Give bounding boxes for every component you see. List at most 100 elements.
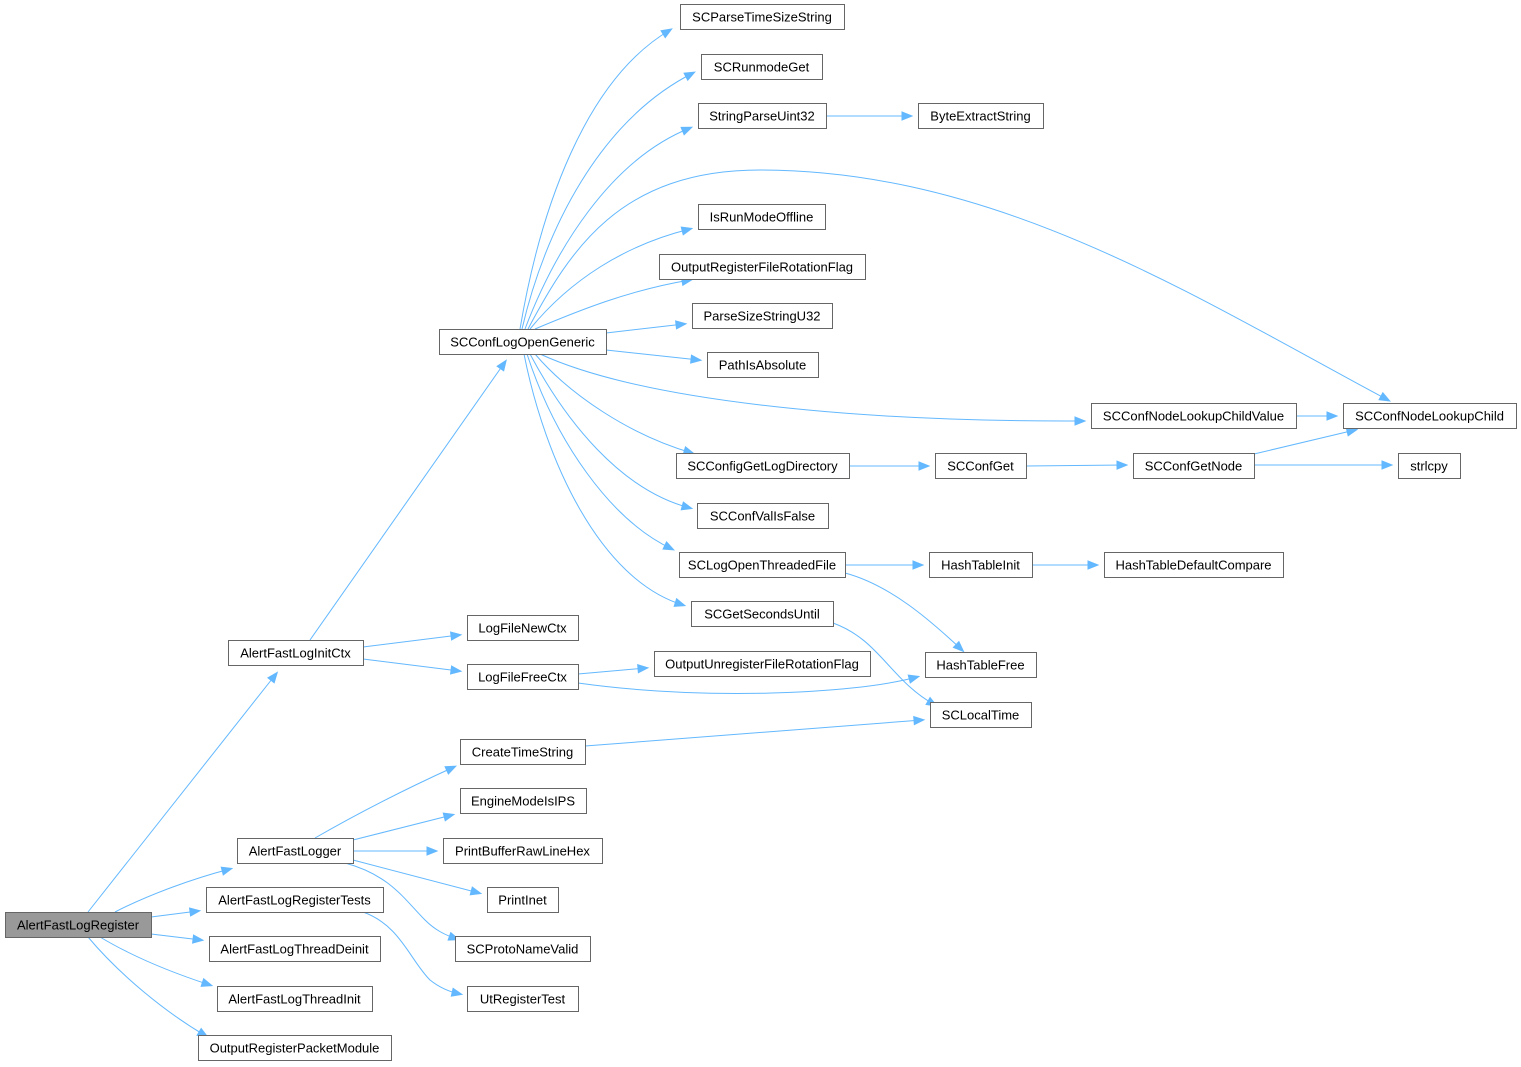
node-box[interactable] [439, 329, 607, 355]
node-UtRegisterTest[interactable]: UtRegisterTest [467, 986, 579, 1012]
edge-line [99, 936, 211, 986]
node-box[interactable] [698, 204, 826, 230]
node-HashTableDefaultCompare[interactable]: HashTableDefaultCompare [1104, 552, 1284, 578]
node-box[interactable] [460, 788, 587, 814]
edges-layer [87, 28, 1394, 1038]
node-AlertFastLogger[interactable]: AlertFastLogger [237, 838, 354, 864]
node-LogFileFreeCtx[interactable]: LogFileFreeCtx [467, 664, 579, 690]
node-box[interactable] [930, 702, 1032, 728]
node-box[interactable] [1104, 552, 1284, 578]
node-SCProtoNameValid[interactable]: SCProtoNameValid [455, 936, 591, 962]
edge-SCConfLogOpenGeneric-to-PathIsAbsolute [605, 349, 703, 364]
node-box[interactable] [707, 352, 819, 378]
node-SCParseTimeSizeString[interactable]: SCParseTimeSizeString [680, 4, 845, 30]
node-SCConfValIsFalse[interactable]: SCConfValIsFalse [697, 503, 829, 529]
node-box[interactable] [443, 838, 603, 864]
node-ParseSizeStringU32[interactable]: ParseSizeStringU32 [692, 303, 833, 329]
node-box[interactable] [692, 303, 833, 329]
node-label: SCConfGetNode [1145, 459, 1243, 474]
node-box[interactable] [228, 640, 364, 666]
node-box[interactable] [217, 986, 373, 1012]
node-OutputUnregisterFileRotationFlag[interactable]: OutputUnregisterFileRotationFlag [654, 651, 871, 677]
node-AlertFastLogThreadDeinit[interactable]: AlertFastLogThreadDeinit [209, 936, 381, 962]
edge-line [534, 279, 691, 330]
node-AlertFastLogThreadInit[interactable]: AlertFastLogThreadInit [217, 986, 373, 1012]
node-StringParseUint32[interactable]: StringParseUint32 [698, 103, 827, 129]
edge-SCConfLogOpenGeneric-to-StringParseUint32 [524, 126, 694, 330]
node-box[interactable] [925, 652, 1037, 678]
edge-arrowhead [675, 320, 688, 330]
node-box[interactable] [467, 664, 579, 690]
node-OutputRegisterPacketModule[interactable]: OutputRegisterPacketModule [198, 1035, 392, 1061]
node-AlertFastLogRegisterTests[interactable]: AlertFastLogRegisterTests [206, 887, 384, 913]
node-box[interactable] [1398, 453, 1461, 479]
node-SCConfNodeLookupChild[interactable]: SCConfNodeLookupChild [1343, 403, 1517, 429]
edge-SCConfLogOpenGeneric-to-SCConfNodeLookupChild [527, 169, 1391, 402]
node-SCConfGetNode[interactable]: SCConfGetNode [1133, 453, 1255, 479]
node-label: SCLogOpenThreadedFile [688, 558, 836, 573]
node-box[interactable] [676, 453, 850, 479]
edge-arrowhead [901, 111, 914, 121]
edge-arrowhead [220, 866, 234, 876]
node-SCLocalTime[interactable]: SCLocalTime [930, 702, 1032, 728]
node-CreateTimeString[interactable]: CreateTimeString [460, 739, 586, 765]
edge-arrowhead [1326, 411, 1339, 421]
node-AlertFastLogInitCtx[interactable]: AlertFastLogInitCtx [228, 640, 364, 666]
edge-line [344, 862, 458, 940]
node-EngineModeIsIPS[interactable]: EngineModeIsIPS [460, 788, 587, 814]
node-box[interactable] [460, 739, 586, 765]
node-SCConfigGetLogDirectory[interactable]: SCConfigGetLogDirectory [676, 453, 850, 479]
node-box[interactable] [698, 103, 827, 129]
node-box[interactable] [455, 936, 591, 962]
edge-arrowhead [449, 665, 463, 675]
node-LogFileNewCtx[interactable]: LogFileNewCtx [467, 615, 579, 641]
node-PathIsAbsolute[interactable]: PathIsAbsolute [707, 352, 819, 378]
node-box[interactable] [467, 615, 579, 641]
edge-SCConfigGetLogDirectory-to-SCConfGet [849, 461, 931, 471]
node-AlertFastLogRegister[interactable]: AlertFastLogRegister [5, 912, 152, 938]
node-box[interactable] [487, 887, 559, 913]
node-box[interactable] [935, 453, 1027, 479]
node-box[interactable] [697, 503, 829, 529]
node-HashTableInit[interactable]: HashTableInit [929, 552, 1033, 578]
node-label: IsRunModeOffline [710, 210, 814, 225]
node-box[interactable] [701, 54, 823, 80]
node-box[interactable] [206, 887, 384, 913]
node-box[interactable] [1133, 453, 1255, 479]
node-strlcpy[interactable]: strlcpy [1398, 453, 1461, 479]
node-box[interactable] [680, 4, 845, 30]
node-box[interactable] [198, 1035, 392, 1061]
node-box[interactable] [691, 601, 834, 627]
node-SCRunmodeGet[interactable]: SCRunmodeGet [701, 54, 823, 80]
node-box[interactable] [1343, 403, 1517, 429]
node-PrintBufferRawLineHex[interactable]: PrintBufferRawLineHex [443, 838, 603, 864]
edge-SCConfLogOpenGeneric-to-SCConfValIsFalse [529, 353, 694, 511]
node-HashTableFree[interactable]: HashTableFree [925, 652, 1037, 678]
node-label: HashTableInit [941, 558, 1020, 573]
node-box[interactable] [654, 651, 871, 677]
edge-arrowhead [683, 71, 696, 82]
node-box[interactable] [679, 552, 846, 578]
edge-line [529, 353, 691, 509]
node-box[interactable] [467, 986, 579, 1012]
edge-line [352, 859, 480, 894]
node-box[interactable] [1091, 403, 1297, 429]
node-ByteExtractString[interactable]: ByteExtractString [918, 103, 1044, 129]
node-IsRunModeOffline[interactable]: IsRunModeOffline [698, 204, 826, 230]
node-box[interactable] [918, 103, 1044, 129]
node-SCConfLogOpenGeneric[interactable]: SCConfLogOpenGeneric [439, 329, 607, 355]
edge-arrowhead [444, 765, 458, 775]
node-box[interactable] [5, 912, 152, 938]
node-OutputRegisterFileRotationFlag[interactable]: OutputRegisterFileRotationFlag [659, 254, 866, 280]
node-box[interactable] [209, 936, 381, 962]
node-label: PrintBufferRawLineHex [455, 844, 590, 859]
node-box[interactable] [929, 552, 1033, 578]
node-PrintInet[interactable]: PrintInet [487, 887, 559, 913]
node-SCGetSecondsUntil[interactable]: SCGetSecondsUntil [691, 601, 834, 627]
node-box[interactable] [659, 254, 866, 280]
node-box[interactable] [237, 838, 354, 864]
edge-line [352, 814, 453, 841]
node-SCLogOpenThreadedFile[interactable]: SCLogOpenThreadedFile [679, 552, 846, 578]
node-SCConfGet[interactable]: SCConfGet [935, 453, 1027, 479]
node-SCConfNodeLookupChildValue[interactable]: SCConfNodeLookupChildValue [1091, 403, 1297, 429]
